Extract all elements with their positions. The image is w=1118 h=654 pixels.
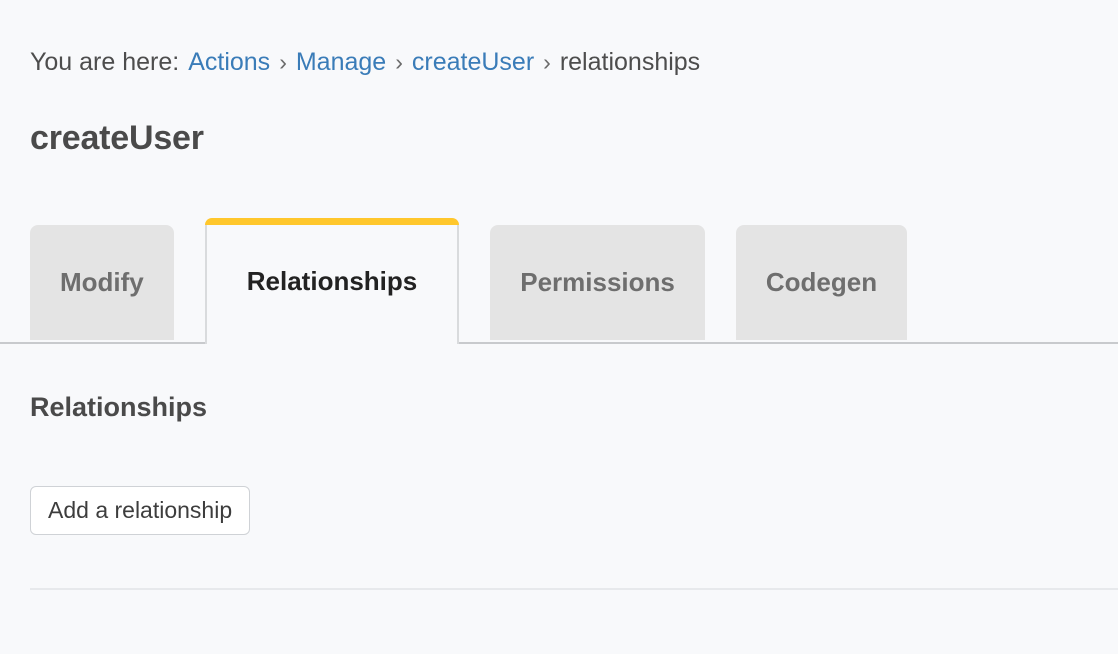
breadcrumb-link-manage[interactable]: Manage <box>295 47 387 76</box>
section-title-relationships: Relationships <box>30 392 208 422</box>
breadcrumb-link-actions[interactable]: Actions <box>188 47 271 76</box>
tab-permissions[interactable]: Permissions <box>490 225 705 340</box>
tab-modify[interactable]: Modify <box>30 225 174 340</box>
tab-bar-underline <box>0 342 1118 344</box>
breadcrumb-separator-icon: › <box>395 48 403 75</box>
tab-codegen[interactable]: Codegen <box>735 225 908 340</box>
active-tab-accent-bar <box>204 218 460 225</box>
tab-bar: Modify Relationships Permissions Codegen <box>0 218 1118 348</box>
tab-modify-label: Modify <box>60 267 144 297</box>
page-title: createUser <box>30 119 204 157</box>
breadcrumb: You are here: Actions › Manage › createU… <box>30 41 700 83</box>
breadcrumb-separator-icon: › <box>279 48 287 75</box>
tab-permissions-label: Permissions <box>520 267 675 297</box>
content-divider <box>30 588 1118 590</box>
breadcrumb-current-relationships: relationships <box>559 47 701 76</box>
breadcrumb-separator-icon: › <box>543 48 551 75</box>
breadcrumb-link-createuser[interactable]: createUser <box>411 47 535 76</box>
tab-relationships-label: Relationships <box>246 266 418 296</box>
tab-codegen-label: Codegen <box>765 267 878 297</box>
tab-panel-relationships: Relationships Add a relationship <box>0 345 1118 654</box>
tab-relationships[interactable]: Relationships <box>204 218 460 348</box>
active-tab-bottom-mask <box>204 344 460 348</box>
tab-list: Modify Relationships Permissions Codegen <box>30 218 908 348</box>
add-relationship-button[interactable]: Add a relationship <box>30 486 251 535</box>
breadcrumb-prefix: You are here: <box>30 47 180 76</box>
